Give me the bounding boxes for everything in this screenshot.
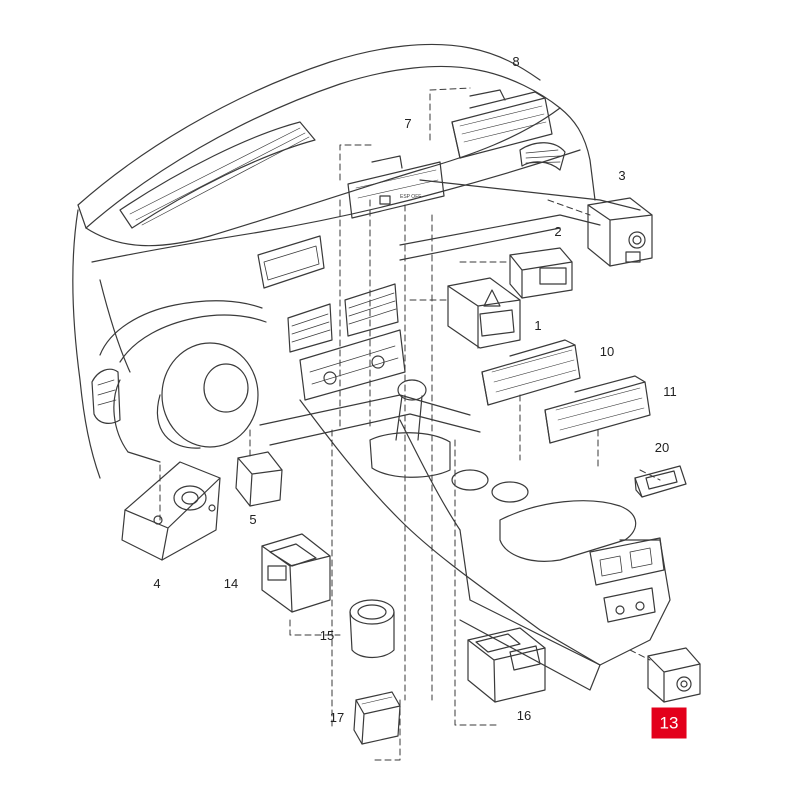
center-console-outline <box>259 379 671 691</box>
part-5-switch <box>235 451 283 507</box>
part-label-16: 16 <box>516 708 532 723</box>
part-13-switch <box>647 647 701 703</box>
part-8-switch-module <box>451 89 553 159</box>
part-label-20: 20 <box>654 440 670 455</box>
part-label-2: 2 <box>554 224 562 239</box>
part-label-14: 14 <box>223 576 239 591</box>
part-14-switch-block <box>261 533 331 613</box>
part-label-5: 5 <box>249 512 257 527</box>
part-label-7: 7 <box>404 116 412 131</box>
part-label-11: 11 <box>663 384 677 399</box>
part-label-1: 1 <box>534 318 542 333</box>
part-16-window-switch <box>467 627 546 703</box>
part-label-4: 4 <box>153 576 161 591</box>
part-1-hazard-switch <box>447 277 521 349</box>
part-11-switch-module <box>544 375 651 444</box>
part-10-switch-module <box>481 339 581 406</box>
part-label-10: 10 <box>599 344 615 359</box>
part-label-8: 8 <box>512 54 520 69</box>
part-7-switch-module: ESP OFF <box>347 155 445 219</box>
part-20-switch <box>634 465 687 498</box>
part-3-rotary-switch <box>587 197 653 267</box>
part-label-17: 17 <box>329 710 345 725</box>
part-label-15: 15 <box>319 628 335 643</box>
part-label-13-highlighted: 13 <box>651 707 687 739</box>
dashboard-outline <box>72 43 641 479</box>
part-17-switch <box>353 691 401 745</box>
leader-lines <box>159 87 661 761</box>
part-4-light-switch <box>121 461 221 561</box>
svg-text:ESP OFF: ESP OFF <box>400 194 421 200</box>
part-2-valet-switch <box>509 247 573 299</box>
part-label-3: 3 <box>618 168 626 183</box>
part-15-start-button <box>349 599 395 659</box>
